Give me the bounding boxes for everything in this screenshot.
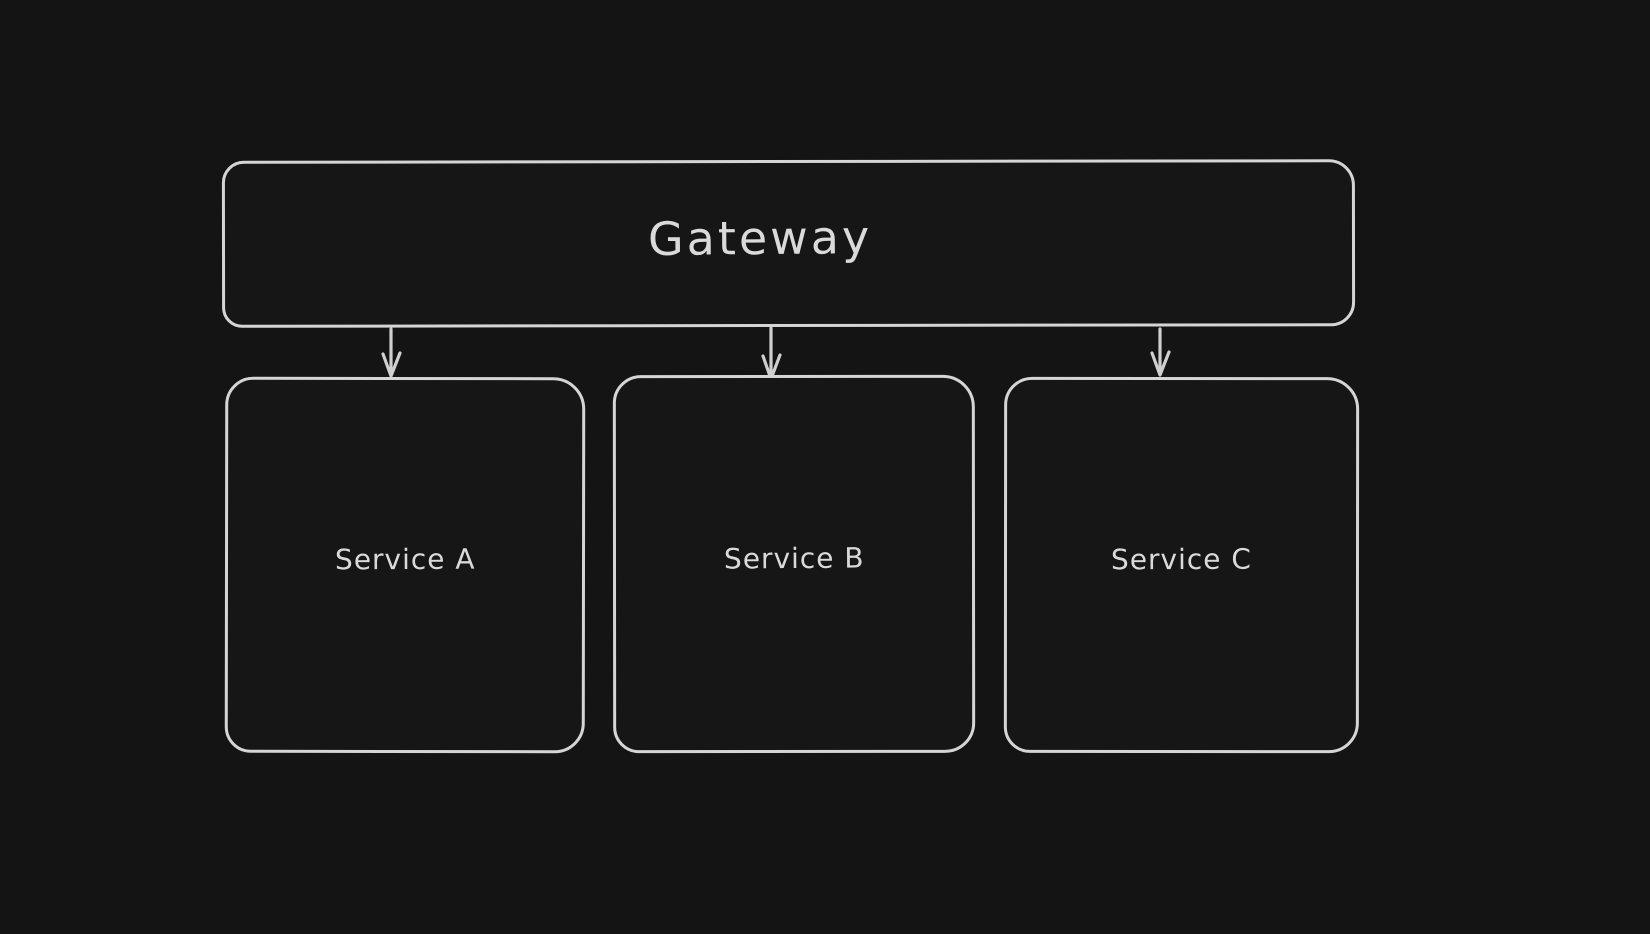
service-a-node[interactable]: Service A [224, 376, 586, 754]
gateway-label: Gateway [648, 209, 873, 266]
service-c-label: Service C [1110, 542, 1253, 576]
service-a-label: Service A [334, 542, 476, 576]
arrow-gateway-to-service-b[interactable] [761, 326, 782, 381]
arrow-gateway-to-service-a[interactable] [381, 327, 402, 378]
service-b-node[interactable]: Service B [612, 374, 976, 754]
service-b-label: Service B [723, 541, 865, 575]
gateway-node[interactable]: Gateway [221, 159, 1356, 328]
service-c-node[interactable]: Service C [1003, 376, 1360, 754]
arrow-gateway-to-service-c[interactable] [1150, 327, 1171, 377]
